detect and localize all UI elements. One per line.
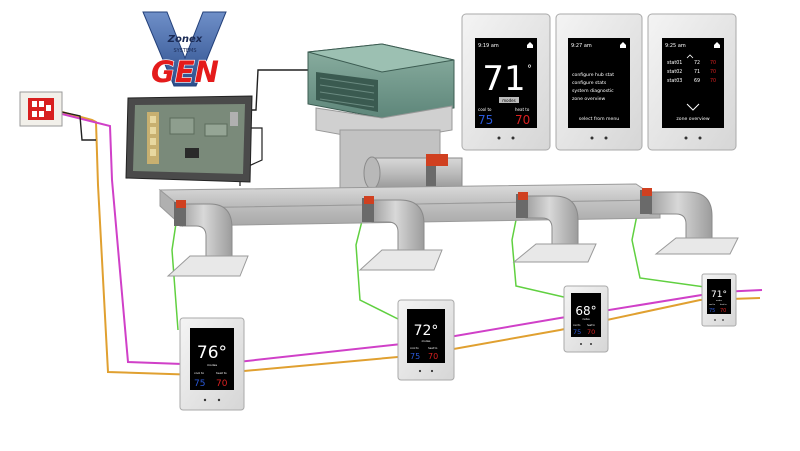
zone-stat-mode[interactable]: modes bbox=[422, 339, 431, 343]
hub-stat-heat[interactable]: 70 bbox=[515, 113, 530, 127]
zone-stat-3: 68° modes cool to heat to 75 70 bbox=[563, 285, 609, 353]
home-icon[interactable] bbox=[620, 42, 626, 48]
zone-stat-1-screen[interactable] bbox=[190, 328, 234, 390]
zone-stat-1: 76° modes cool to heat to 75 70 bbox=[179, 317, 245, 411]
home-icon[interactable] bbox=[714, 42, 720, 48]
menu-item-configure-hub-stat[interactable]: configure hub stat bbox=[572, 72, 614, 78]
zone-stat-heat[interactable]: 70 bbox=[428, 352, 438, 361]
logo-tagline: SYSTEMS bbox=[173, 48, 196, 54]
zone-stat-cool[interactable]: 75 bbox=[410, 352, 420, 361]
hub-stat-mode-button[interactable] bbox=[499, 97, 519, 103]
zone-stat-cool-label: cool to bbox=[410, 346, 419, 350]
hub-stat-screen[interactable] bbox=[475, 38, 537, 128]
branch-elbows bbox=[166, 188, 739, 277]
zone-stat-cool[interactable]: 75 bbox=[709, 308, 715, 314]
zone-stat-3-screen[interactable] bbox=[571, 293, 601, 337]
zone-row-cool: 71 bbox=[694, 69, 700, 75]
hub-stat-time: 9:19 am bbox=[478, 43, 499, 49]
zonex-logo: Zonex SYSTEMS GEN bbox=[142, 11, 227, 90]
zone-row-name[interactable]: stat03 bbox=[667, 78, 682, 84]
zone-stat-heat[interactable]: 70 bbox=[720, 308, 726, 314]
chevron-down-icon[interactable] bbox=[686, 103, 700, 111]
zone-row-heat: 70 bbox=[710, 60, 716, 66]
zone-stat-heat-label: heat to bbox=[720, 303, 726, 306]
zone-stat-2-screen[interactable] bbox=[407, 309, 445, 363]
logo-brand: Zonex bbox=[167, 34, 203, 45]
zone-stat-temp: 71° bbox=[711, 290, 727, 300]
zone-overview-footer: zone overview bbox=[676, 116, 709, 122]
zone-overview-time: 9:25 am bbox=[665, 43, 686, 49]
menu-item-system-diagnostic[interactable]: system diagnostic bbox=[572, 88, 614, 94]
menu-screen[interactable] bbox=[568, 38, 630, 128]
zone-stat-heat-label: heat to bbox=[428, 346, 438, 350]
zone-stat-4: 71° modes cool to heat to 75 70 bbox=[701, 273, 737, 327]
zone-row-name[interactable]: stat01 bbox=[667, 60, 682, 66]
zone-stat-cool[interactable]: 75 bbox=[194, 379, 205, 389]
hub-stat-mode: modes bbox=[502, 98, 515, 103]
zone-row-cool: 72 bbox=[694, 60, 700, 66]
zone-stat-temp: 76° bbox=[197, 343, 227, 363]
hub-stat-cool-label: cool to bbox=[478, 107, 492, 112]
zone-stat-heat[interactable]: 70 bbox=[216, 379, 228, 389]
zone-stat-mode[interactable]: modes bbox=[716, 300, 722, 302]
home-icon[interactable] bbox=[527, 42, 533, 48]
zone-row-cool: 69 bbox=[694, 78, 700, 84]
zone-stat-2: 72° modes cool to heat to 75 70 bbox=[397, 299, 455, 381]
control-panel bbox=[125, 95, 253, 183]
hub-stat-cool[interactable]: 75 bbox=[478, 113, 493, 127]
menu-time: 9:27 am bbox=[571, 43, 592, 49]
zone-row-heat: 70 bbox=[710, 69, 716, 75]
zone-stat-cool-label: cool to bbox=[709, 303, 715, 306]
zone-stat-cool-label: cool to bbox=[194, 371, 204, 375]
chevron-up-icon[interactable] bbox=[686, 54, 694, 59]
zone-board bbox=[19, 91, 63, 127]
rooftop-unit bbox=[307, 43, 463, 197]
hub-stat-panel: 9:19 am 71 ° modes cool to heat to 75 70 bbox=[461, 13, 551, 151]
zone-row-name[interactable]: stat02 bbox=[667, 69, 682, 75]
zone-stat-temp: 72° bbox=[414, 323, 439, 339]
menu-item-zone-overview[interactable]: zone overview bbox=[572, 96, 605, 102]
zone-overview-screen[interactable] bbox=[662, 38, 724, 128]
hub-stat-degree: ° bbox=[527, 64, 532, 75]
zone-stat-heat[interactable]: 70 bbox=[587, 328, 595, 336]
zone-overview-panel: 9:25 am stat01 72 70 stat02 71 70 stat03… bbox=[647, 13, 737, 151]
zone-row-heat: 70 bbox=[710, 78, 716, 84]
hub-stat-temp: 71 bbox=[482, 59, 525, 99]
menu-panel: 9:27 am configure hub stat configure sta… bbox=[555, 13, 643, 151]
menu-item-configure-stats[interactable]: configure stats bbox=[572, 80, 607, 86]
zone-stat-mode[interactable]: modes bbox=[207, 363, 218, 367]
zone-stat-cool[interactable]: 75 bbox=[573, 328, 581, 336]
zone-stat-cool-label: cool to bbox=[573, 324, 581, 327]
zone-stat-heat-label: heat to bbox=[587, 324, 595, 327]
zone-stat-temp: 68° bbox=[575, 304, 596, 318]
menu-footer: select from menu bbox=[579, 116, 619, 122]
zone-stat-mode[interactable]: modes bbox=[582, 318, 590, 321]
zone-stat-heat-label: heat to bbox=[216, 371, 227, 375]
zone-stat-4-screen[interactable] bbox=[707, 279, 731, 314]
logo-product: GEN bbox=[151, 55, 219, 89]
hub-stat-heat-label: heat to bbox=[515, 107, 530, 112]
